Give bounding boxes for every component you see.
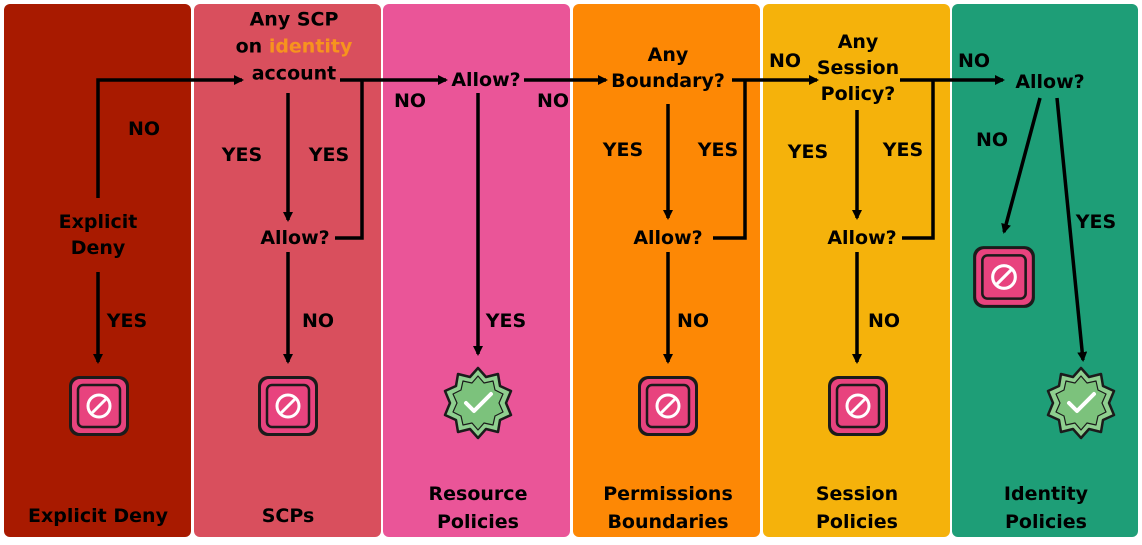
edge-label-identity-no: NO	[975, 129, 1009, 151]
edge-identity-yes	[1055, 97, 1088, 362]
scp-question-line-1: Any SCP	[249, 8, 339, 31]
edge-boundary-allow-yes	[713, 80, 747, 240]
scp-question-highlight: identity	[268, 35, 353, 58]
deny-icon	[69, 376, 129, 436]
edge-label-identity-yes: YES	[1075, 211, 1117, 233]
explicit-deny-node: Explicit Deny	[58, 211, 138, 259]
session-question-node: Any Session Policy?	[816, 31, 900, 105]
identity-allow-node: Allow?	[1015, 71, 1085, 93]
column-title-identity-policies: Identity Policies	[1003, 483, 1089, 533]
edge-label-deny-yes: YES	[106, 310, 148, 332]
edge-label-session-no: NO	[867, 310, 901, 332]
edge-label-resource-no-left: NO	[393, 90, 427, 112]
edge-label-boundary-no: NO	[676, 310, 710, 332]
edge-deny-no	[96, 75, 244, 198]
boundary-question-node: Any Boundary?	[611, 44, 725, 92]
boundary-allow-node: Allow?	[633, 227, 703, 249]
edge-label-session-yes-right: YES	[882, 139, 924, 161]
edge-label-identity-no-top: NO	[957, 50, 991, 72]
edge-label-resource-yes: YES	[485, 310, 527, 332]
column-title-permissions-boundaries: Permissions Boundaries	[603, 483, 733, 533]
deny-icon	[828, 376, 888, 436]
edge-scp-allow-yes	[335, 80, 364, 240]
deny-icon	[258, 376, 318, 436]
column-title-resource-policies: Resource Policies	[428, 483, 528, 533]
deny-icon	[638, 376, 698, 436]
edge-label-resource-no-right: NO	[536, 90, 570, 112]
column-title-session-policies: Session Policies	[815, 483, 899, 533]
scp-question-line-2: on identity	[235, 35, 353, 58]
approved-badge-icon	[1046, 366, 1116, 440]
edge-label-deny-no: NO	[127, 118, 161, 140]
session-allow-node: Allow?	[827, 227, 897, 249]
edge-identity-no	[1001, 97, 1042, 234]
edge-label-scp-yes-left: YES	[221, 144, 263, 166]
edge-label-boundary-yes-left: YES	[602, 139, 644, 161]
edge-session-allow-yes	[902, 80, 935, 240]
approved-badge-icon	[443, 366, 513, 440]
edge-label-session-yes-left: YES	[787, 141, 829, 163]
resource-allow-node: Allow?	[451, 69, 521, 91]
edge-label-scp-yes-right: YES	[308, 144, 350, 166]
scp-allow-node: Allow?	[260, 227, 330, 249]
deny-icon	[973, 246, 1035, 308]
edge-label-boundary-no-top: NO	[768, 50, 802, 72]
scp-question-node: Any SCP on identity account	[236, 7, 353, 88]
edge-label-boundary-yes-right: YES	[697, 139, 739, 161]
column-title-explicit-deny: Explicit Deny	[28, 505, 168, 527]
column-title-scps: SCPs	[261, 505, 315, 527]
edge-label-scp-no: NO	[301, 310, 335, 332]
scp-question-line-3: account	[251, 62, 337, 85]
